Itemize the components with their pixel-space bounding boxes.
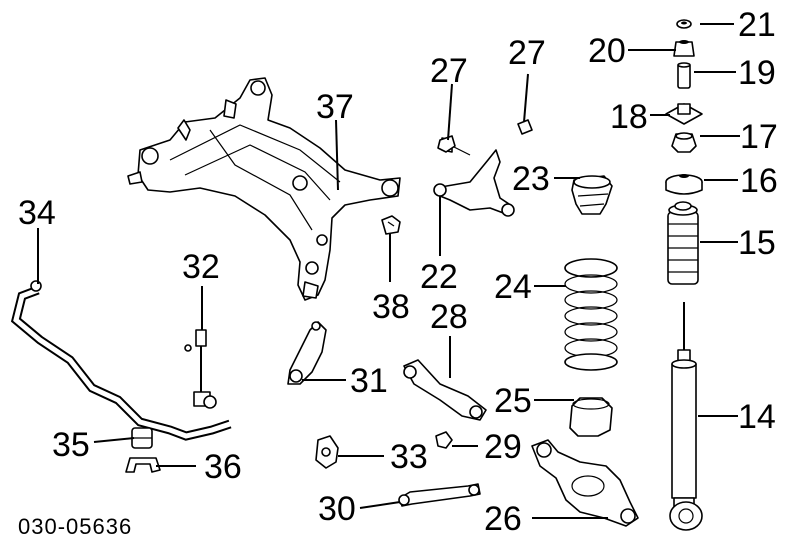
callout-32: 32 bbox=[182, 248, 220, 286]
callout-29: 29 bbox=[484, 428, 522, 466]
callout-19: 19 bbox=[738, 54, 776, 92]
callout-16: 16 bbox=[740, 162, 778, 200]
adjusting-rod-part[interactable] bbox=[398, 483, 481, 507]
spacer-sleeve-part[interactable] bbox=[677, 62, 691, 89]
shock-absorber-part[interactable] bbox=[669, 302, 703, 531]
callout-22: 22 bbox=[420, 258, 458, 296]
callout-20: 20 bbox=[588, 32, 626, 70]
callout-33: 33 bbox=[390, 438, 428, 476]
callout-37: 37 bbox=[316, 88, 354, 126]
diagram-code: 030-05636 bbox=[18, 514, 132, 539]
callout-14: 14 bbox=[738, 398, 776, 436]
callout-24: 24 bbox=[494, 268, 532, 306]
lower-link-part[interactable] bbox=[403, 359, 487, 421]
callout-15: 15 bbox=[738, 224, 776, 262]
bump-stop-part[interactable] bbox=[571, 175, 613, 215]
strut-mount-plate-part[interactable] bbox=[665, 103, 703, 125]
stabilizer-bushing-part[interactable] bbox=[131, 427, 153, 449]
callout-36: 36 bbox=[204, 448, 242, 486]
stabilizer-bar-part[interactable] bbox=[10, 280, 233, 441]
spring-seat-rubber-part[interactable] bbox=[569, 397, 613, 437]
mount-nut-part[interactable] bbox=[676, 19, 692, 29]
callout-25: 25 bbox=[494, 382, 532, 420]
callout-labels: 14 15 16 17 18 19 20 21 22 23 24 25 26 2… bbox=[18, 6, 778, 538]
callout-26: 26 bbox=[484, 500, 522, 538]
callout-30: 30 bbox=[318, 490, 356, 528]
upper-bushing-part[interactable] bbox=[673, 40, 695, 57]
bushing-clamp-part[interactable] bbox=[125, 457, 161, 473]
bolt-27-right-part[interactable] bbox=[517, 119, 533, 135]
bolt-29-part[interactable] bbox=[435, 431, 453, 449]
mount-bushing-part[interactable] bbox=[671, 132, 697, 153]
callout-27-right: 27 bbox=[508, 34, 546, 72]
stabilizer-link-part[interactable] bbox=[184, 329, 217, 409]
trailing-link-bracket-part[interactable] bbox=[287, 321, 327, 385]
coil-spring-part[interactable] bbox=[564, 258, 618, 371]
callout-23: 23 bbox=[512, 160, 550, 198]
callout-38: 38 bbox=[372, 288, 410, 326]
callout-35: 35 bbox=[52, 426, 90, 464]
subframe-mount-nut-part[interactable] bbox=[381, 215, 401, 235]
lower-arm-part[interactable] bbox=[531, 439, 639, 527]
mount-seat-part[interactable] bbox=[665, 174, 703, 195]
callout-27-left: 27 bbox=[430, 52, 468, 90]
shock-dust-boot-part[interactable] bbox=[667, 201, 699, 285]
callout-18: 18 bbox=[610, 98, 648, 136]
subframe-crossmember-part[interactable] bbox=[127, 77, 401, 301]
callout-34: 34 bbox=[18, 194, 56, 232]
bolt-27-left-part[interactable] bbox=[437, 135, 456, 153]
callout-28: 28 bbox=[430, 298, 468, 336]
leader-lines bbox=[37, 23, 740, 519]
mounting-bracket-part[interactable] bbox=[315, 435, 339, 469]
callout-31: 31 bbox=[350, 362, 388, 400]
callout-21: 21 bbox=[738, 6, 776, 44]
callout-17: 17 bbox=[740, 118, 778, 156]
